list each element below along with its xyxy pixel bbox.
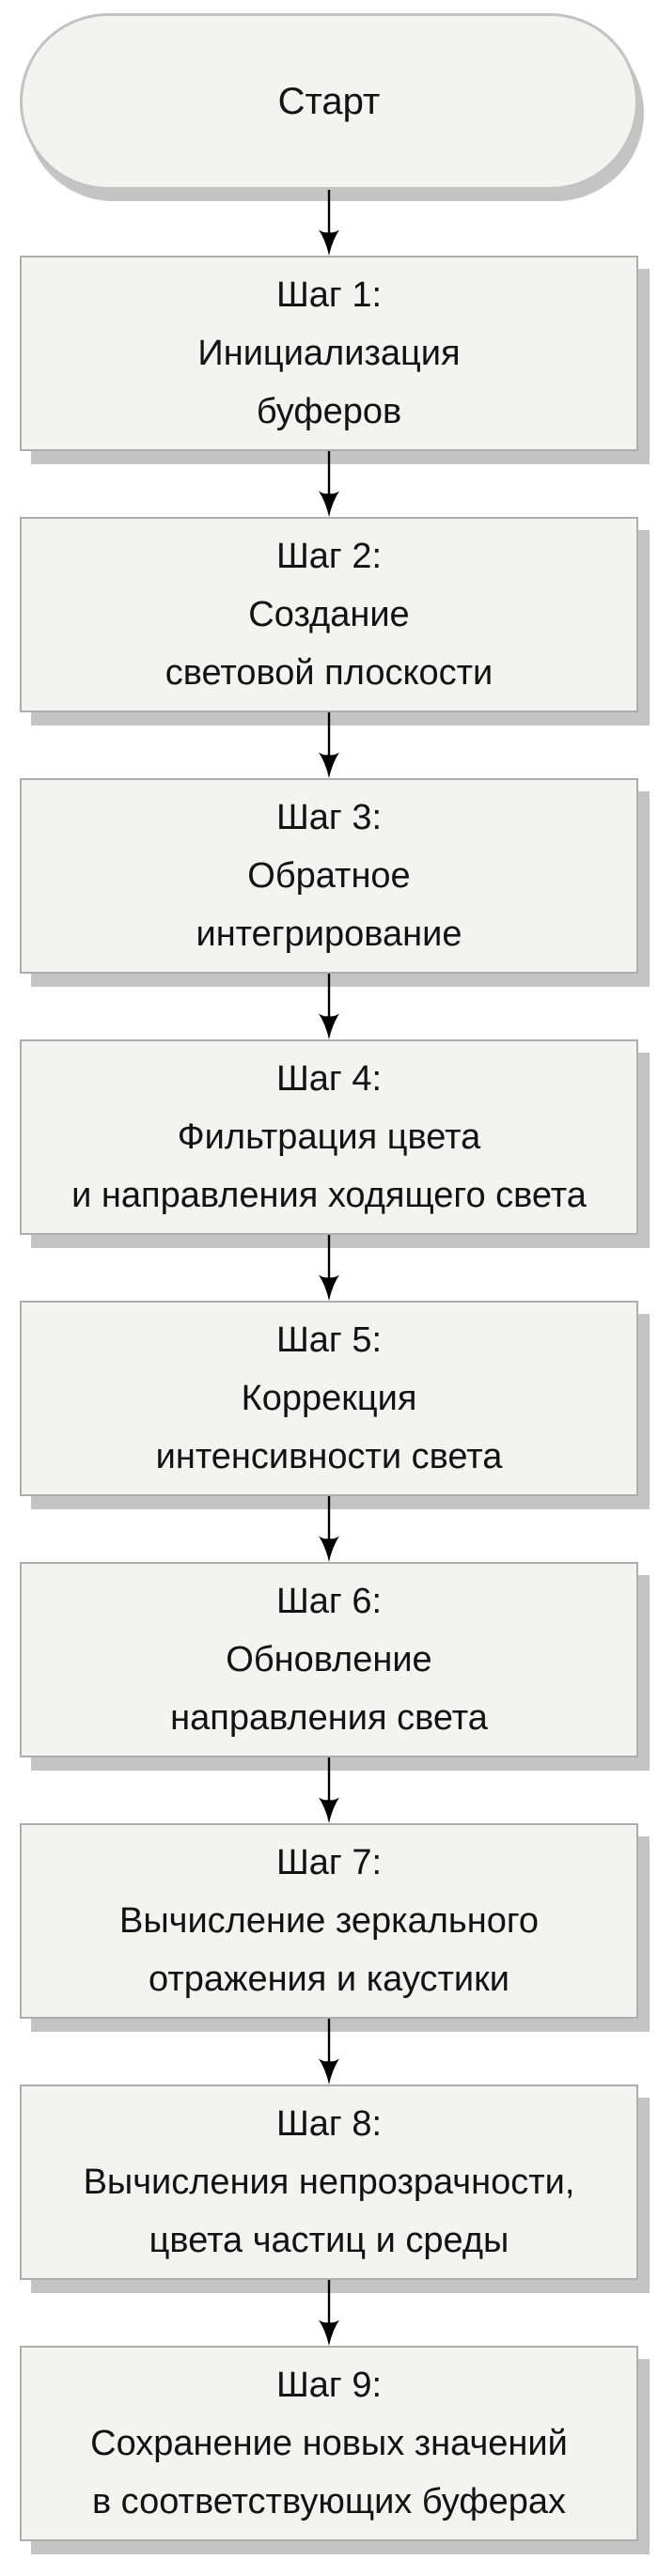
steps-container: Шаг 1: Инициализация буферов Шаг 2: Создани…	[20, 190, 638, 2541]
step-text: Шаг 4: Фильтрация цвета и направления ходя…	[71, 1050, 587, 1225]
step-4-line-1: Шаг 4:	[275, 1059, 383, 1099]
step-node-2: Шаг 2: Создание световой плоскости	[20, 517, 638, 712]
arrow-down-icon	[319, 451, 339, 517]
arrow-down-icon	[319, 2280, 339, 2346]
step-3-line-1: Шаг 3:	[275, 798, 383, 837]
arrow-down-icon	[319, 1235, 339, 1301]
step-node-9: Шаг 9: Сохранение новых значений в соответ…	[20, 2346, 638, 2541]
step-node-1: Шаг 1: Инициализация буферов	[20, 256, 638, 451]
step-5-line-2: Коррекция	[241, 1379, 417, 1418]
step-2-line-2: Создание	[248, 595, 410, 634]
step-1-line-1: Шаг 1:	[275, 275, 383, 315]
step-7-line-2: Вычисление зеркального	[119, 1901, 539, 1941]
step-text: Шаг 1: Инициализация буферов	[197, 266, 460, 441]
step-1-line-3: буферов	[256, 392, 402, 431]
step-4-line-3: и направления ходящего света	[71, 1176, 587, 1215]
step-9-line-1: Шаг 9:	[275, 2365, 383, 2405]
step-7-line-3: отражения и каустики	[149, 1959, 509, 1999]
step-node-6: Шаг 6: Обновление направления света	[20, 1562, 638, 1757]
arrow-down-icon	[319, 974, 339, 1039]
step-node-7: Шаг 7: Вычисление зеркального отражения и …	[20, 1823, 638, 2019]
step-1-line-2: Инициализация	[197, 334, 461, 373]
step-node-8: Шаг 8: Вычисления непрозрачности, цвета ча…	[20, 2084, 638, 2280]
step-text: Шаг 9: Сохранение новых значений в соответ…	[90, 2356, 568, 2531]
step-9-line-3: в соответствующих буферах	[91, 2482, 567, 2521]
step-node-3: Шаг 3: Обратное интегрирование	[20, 778, 638, 974]
arrow-down-icon	[319, 1757, 339, 1823]
step-5-line-3: интенсивности света	[155, 1437, 503, 1476]
step-8-line-3: цвета частиц и среды	[149, 2221, 509, 2260]
step-6-line-1: Шаг 6:	[275, 1582, 383, 1621]
step-2-line-1: Шаг 2:	[275, 537, 383, 576]
start-node: Старт	[20, 13, 638, 190]
step-6-line-2: Обновление	[226, 1640, 432, 1679]
arrow-down-icon	[319, 1496, 339, 1562]
step-text: Шаг 6: Обновление направления света	[170, 1572, 488, 1747]
step-8-line-2: Вычисления непрозрачности,	[83, 2162, 575, 2202]
step-text: Шаг 7: Вычисление зеркального отражения и …	[119, 1834, 539, 2008]
step-3-line-2: Обратное	[247, 856, 411, 896]
step-node-5: Шаг 5: Коррекция интенсивности света	[20, 1301, 638, 1496]
step-2-line-3: световой плоскости	[164, 653, 494, 693]
step-4-line-2: Фильтрация цвета	[177, 1117, 481, 1157]
start-label: Старт	[277, 81, 381, 122]
step-6-line-3: направления света	[170, 1698, 488, 1738]
arrow-down-icon	[319, 190, 339, 256]
step-text: Шаг 5: Коррекция интенсивности света	[156, 1311, 503, 1486]
step-node-4: Шаг 4: Фильтрация цвета и направления ходя…	[20, 1039, 638, 1235]
step-5-line-1: Шаг 5:	[275, 1320, 383, 1360]
step-7-line-1: Шаг 7:	[275, 1843, 383, 1882]
arrow-down-icon	[319, 2019, 339, 2084]
step-text: Шаг 8: Вычисления непрозрачности, цвета ча…	[84, 2095, 575, 2270]
step-8-line-1: Шаг 8:	[275, 2104, 383, 2144]
step-9-line-2: Сохранение новых значений	[90, 2424, 568, 2463]
step-text: Шаг 2: Создание световой плоскости	[165, 527, 494, 702]
arrow-down-icon	[319, 712, 339, 778]
step-text: Шаг 3: Обратное интегрирование	[196, 788, 462, 963]
step-3-line-3: интегрирование	[196, 914, 462, 954]
